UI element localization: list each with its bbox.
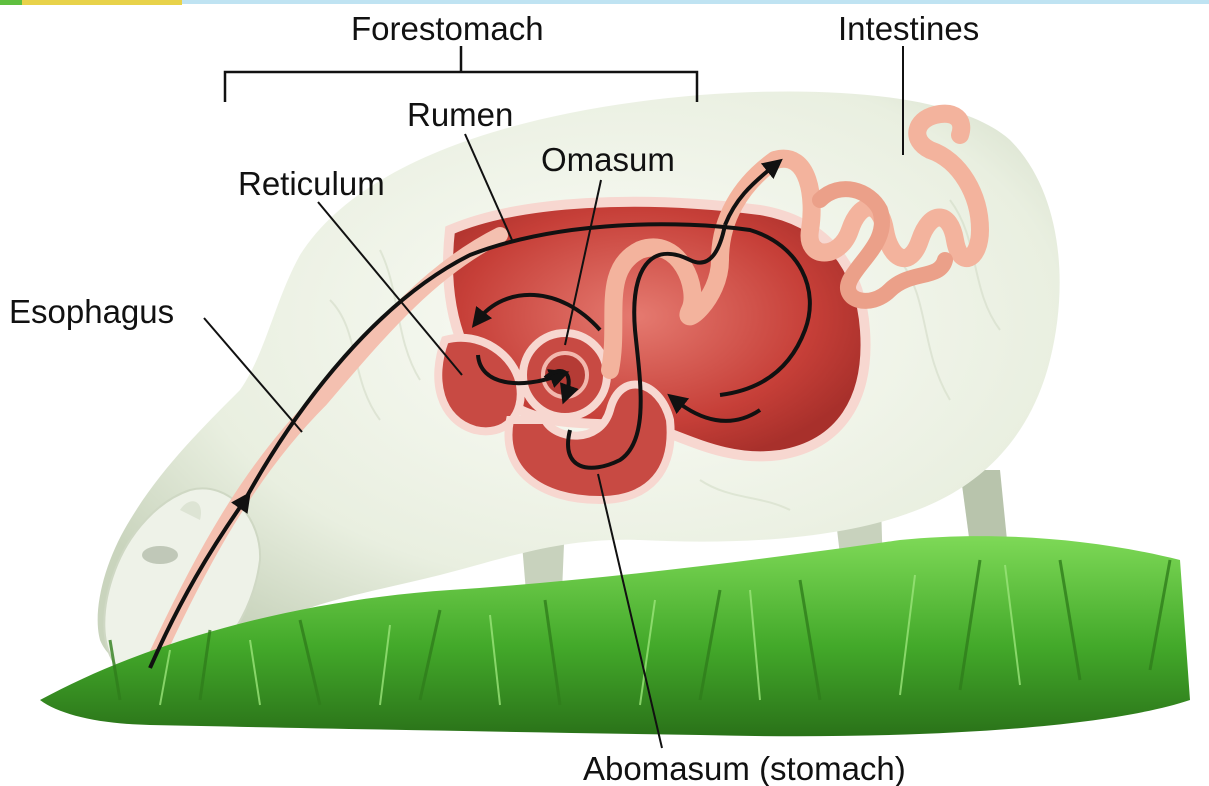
sheep-eye xyxy=(142,546,178,564)
intestines-label: Intestines xyxy=(838,12,979,45)
reticulum-label: Reticulum xyxy=(238,167,385,200)
abomasum-label: Abomasum (stomach) xyxy=(583,752,906,785)
forestomach-bracket xyxy=(225,46,697,102)
rumen-label: Rumen xyxy=(407,98,513,131)
omasum-label: Omasum xyxy=(541,143,675,176)
forestomach-label: Forestomach xyxy=(351,12,544,45)
esophagus-label: Esophagus xyxy=(9,295,174,328)
